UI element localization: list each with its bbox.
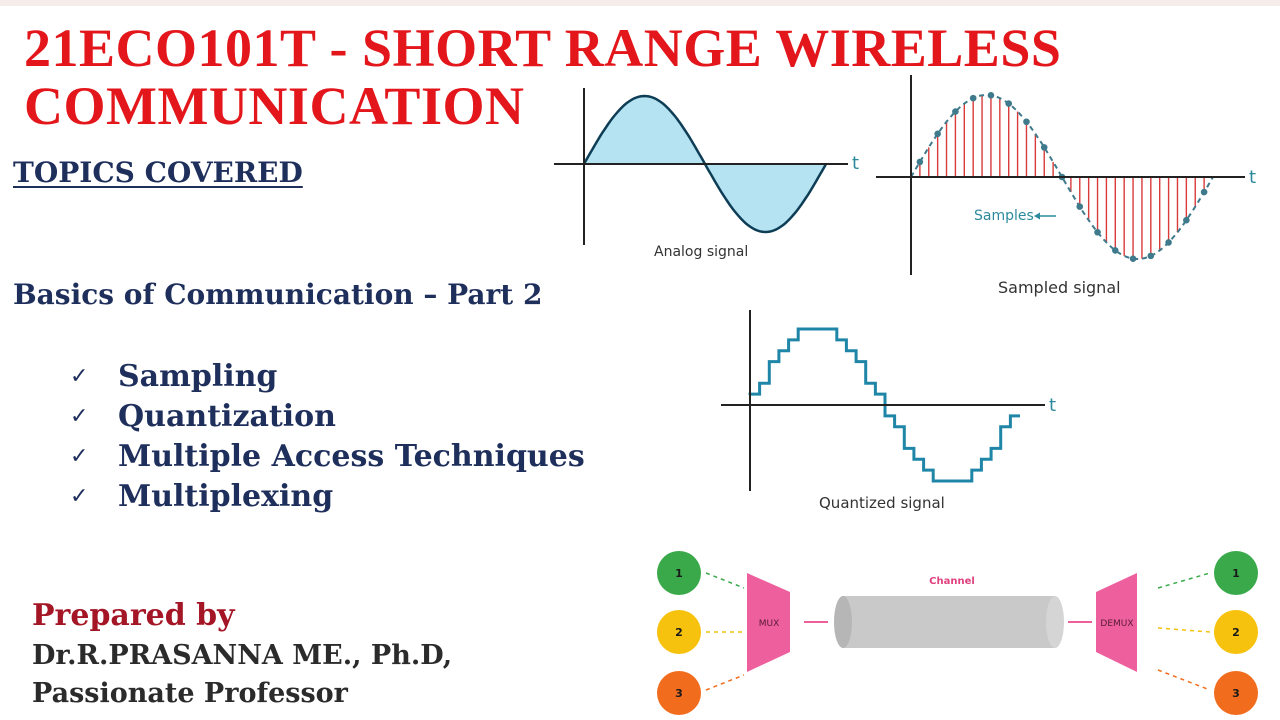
channel-cylinder-right-cap — [1046, 596, 1064, 648]
topic-item: ✓ Multiple Access Techniques — [70, 436, 585, 476]
topic-label: Sampling — [118, 358, 278, 394]
sample-dot — [987, 92, 995, 99]
sampled-caption: Sampled signal — [998, 278, 1121, 297]
channel-cylinder-body — [843, 596, 1055, 648]
input-label-1: 1 — [675, 567, 683, 580]
output-link-3 — [1157, 669, 1211, 691]
channel-label: Channel — [929, 576, 975, 587]
sample-dot — [952, 108, 959, 115]
sample-dot — [1147, 252, 1155, 260]
topic-item: ✓ Multiplexing — [70, 476, 585, 516]
topic-list: ✓ Sampling ✓ Quantization ✓ Multiple Acc… — [70, 356, 585, 516]
author-name: Dr.R.PRASANNA ME., Ph.D, — [32, 640, 453, 671]
title-line-1: 21ECO101T - SHORT RANGE WIRELESS — [24, 18, 1062, 78]
multiplexing-diagram: 1 2 3 MUX Channel DEMUX 1 2 3 — [657, 551, 1258, 715]
checkmark-icon: ✓ — [70, 483, 89, 509]
samples-arrow-head — [1034, 212, 1040, 220]
output-node-1 — [1214, 551, 1258, 595]
checkmark-icon: ✓ — [70, 363, 89, 389]
input-node-1 — [657, 551, 701, 595]
sample-dot — [1183, 216, 1190, 224]
output-link-2 — [1157, 627, 1211, 633]
input-link-3 — [705, 674, 745, 691]
quantized-signal-figure: t Quantized signal — [721, 310, 1056, 512]
topic-label: Quantization — [118, 398, 336, 434]
topics-heading: TOPICS COVERED — [13, 156, 303, 189]
input-node-3 — [657, 671, 701, 715]
output-label-1: 1 — [1232, 567, 1240, 580]
top-band — [0, 0, 1280, 6]
samples-label: Samples — [974, 208, 1034, 224]
output-node-3 — [1214, 671, 1258, 715]
channel-cylinder-left-cap — [834, 596, 852, 648]
output-label-2: 2 — [1232, 626, 1240, 639]
topic-item: ✓ Quantization — [70, 396, 585, 436]
prepared-by-label: Prepared by — [32, 598, 235, 633]
checkmark-icon: ✓ — [70, 443, 89, 469]
input-label-2: 2 — [675, 626, 683, 639]
sample-dot — [969, 94, 977, 102]
sample-dot — [1129, 255, 1137, 262]
sample-dot — [1200, 188, 1208, 196]
sample-dot — [934, 130, 941, 138]
sample-sticks — [919, 95, 1205, 259]
checkmark-icon: ✓ — [70, 403, 89, 429]
mux-block — [747, 573, 790, 672]
sample-dot — [1094, 228, 1101, 236]
analog-signal-figure: t Analog signal — [554, 88, 859, 260]
sample-dots — [916, 92, 1208, 262]
demux-block — [1096, 573, 1137, 672]
sample-dot — [1111, 247, 1119, 254]
mux-label: MUX — [759, 619, 780, 629]
sampled-t-label: t — [1249, 167, 1256, 188]
sample-dot — [1005, 100, 1013, 107]
output-node-2 — [1214, 610, 1258, 654]
quantized-t-label: t — [1049, 395, 1056, 416]
output-label-3: 3 — [1232, 687, 1240, 700]
subtitle: Basics of Communication – Part 2 — [13, 278, 543, 311]
sampled-signal-figure: t Samples Sampled signal — [876, 75, 1256, 297]
topic-label: Multiple Access Techniques — [118, 438, 585, 474]
quantized-caption: Quantized signal — [819, 494, 945, 512]
analog-caption: Analog signal — [654, 244, 748, 260]
topic-item: ✓ Sampling — [70, 356, 585, 396]
quantized-waveform — [748, 327, 1020, 483]
topic-label: Multiplexing — [118, 478, 334, 514]
input-link-1 — [705, 572, 745, 589]
input-node-2 — [657, 610, 701, 654]
analog-t-label: t — [852, 153, 859, 174]
author-role: Passionate Professor — [32, 678, 348, 709]
title-line-2: COMMUNICATION — [24, 76, 525, 136]
demux-label: DEMUX — [1100, 619, 1133, 629]
input-label-3: 3 — [675, 687, 683, 700]
sample-dot — [1040, 144, 1048, 151]
output-link-1 — [1157, 572, 1211, 589]
sample-dot — [916, 158, 924, 166]
sample-dot — [1165, 239, 1172, 246]
sample-dot — [1023, 118, 1030, 126]
sample-dot — [1076, 203, 1084, 210]
